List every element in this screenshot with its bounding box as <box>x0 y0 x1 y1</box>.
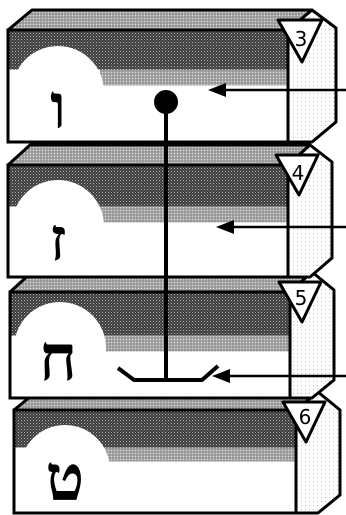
block-number-3: 3 <box>295 27 308 51</box>
block-number-6: 6 <box>299 405 312 429</box>
hebrew-letter-het: ח <box>39 321 77 396</box>
block-front-shade-light <box>100 336 289 352</box>
hebrew-letter-vav: ו <box>50 70 66 143</box>
block-front-shade-light <box>100 207 287 223</box>
hebrew-letter-tet: ט <box>46 441 85 515</box>
block-front-shade-light <box>100 448 295 462</box>
block-top-face <box>8 10 312 30</box>
block-front-shade-light <box>100 70 287 86</box>
block-number-4: 4 <box>292 161 305 185</box>
block-top-face <box>8 145 310 165</box>
block-number-5: 5 <box>295 286 308 310</box>
hebrew-letter-zayin: ז <box>50 205 67 275</box>
plumb-pivot <box>154 90 178 114</box>
